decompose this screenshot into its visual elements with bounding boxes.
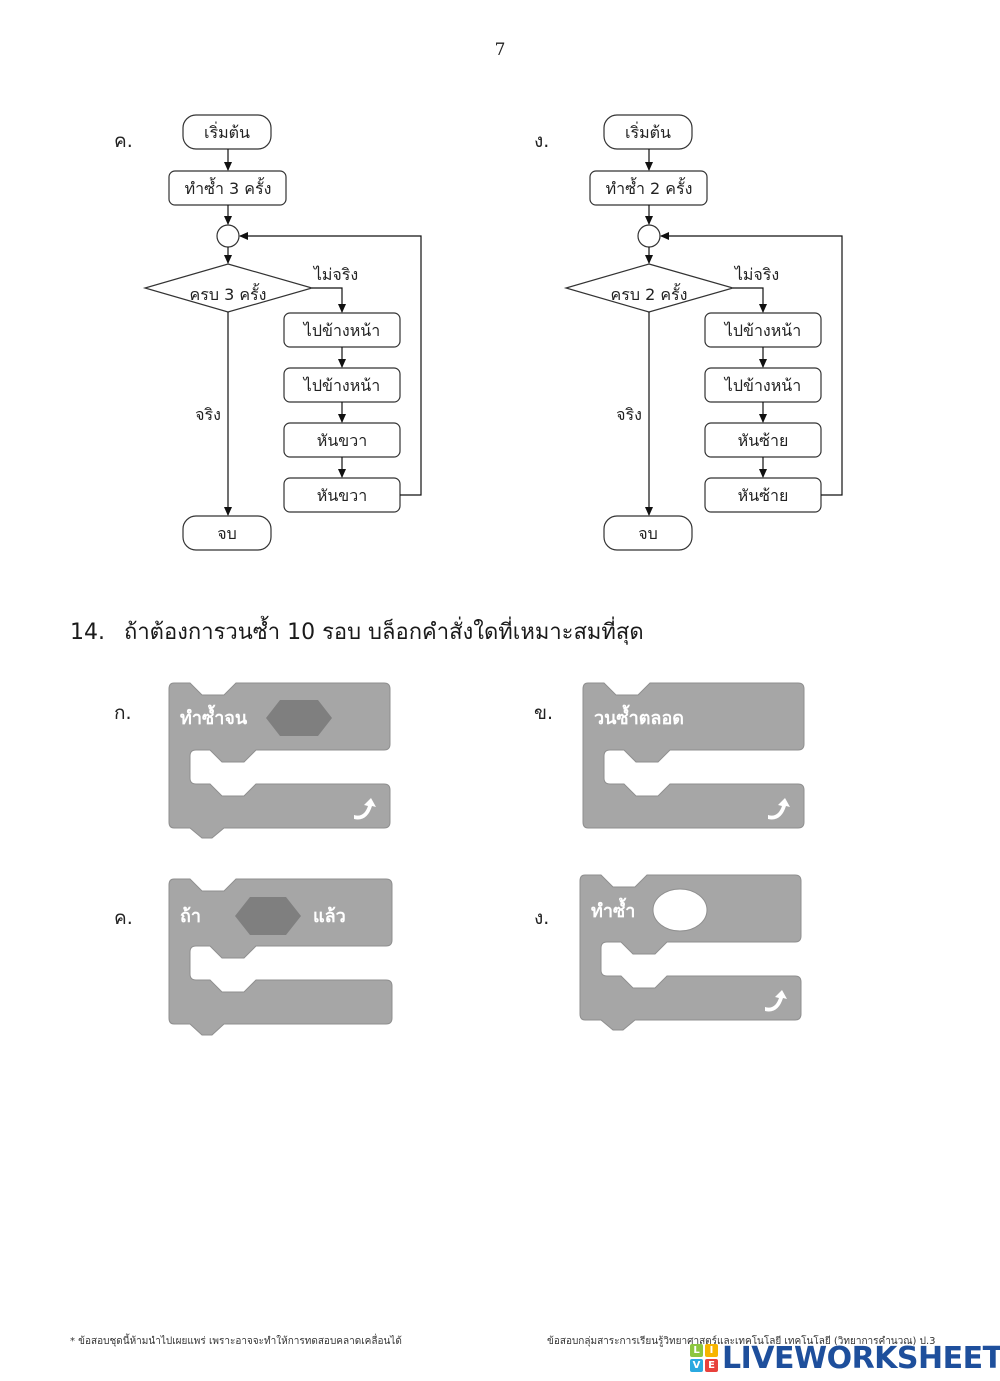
end-text: จบ — [217, 524, 237, 543]
block-text: วนซ้ำตลอด — [594, 704, 684, 729]
block-text: ถ้า — [180, 906, 201, 927]
logo-letter: E — [705, 1359, 718, 1372]
block-shape — [582, 682, 805, 829]
repeat-text: ทำซ้ำ 3 ครั้ง — [185, 177, 272, 198]
step-text: ไปข้างหน้า — [723, 376, 801, 395]
logo-letter: V — [690, 1359, 703, 1372]
logo-letter: L — [690, 1344, 703, 1357]
step-text: ไปข้างหน้า — [302, 321, 380, 340]
start-terminal — [182, 114, 272, 150]
true-label: จริง — [616, 405, 642, 424]
false-label: ไม่จริง — [312, 265, 358, 284]
option-b-label[interactable]: ข. — [534, 702, 554, 724]
loop-arrow-icon — [354, 798, 376, 820]
loop-arrow-icon — [765, 990, 787, 1012]
false-label: ไม่จริง — [733, 265, 779, 284]
start-terminal — [603, 114, 693, 150]
block-option-d[interactable]: ทำซ้ำ — [579, 874, 807, 1034]
repeat-text: ทำซ้ำ 2 ครั้ง — [606, 177, 693, 198]
flowchart-c: เริ่มต้น ทำซ้ำ 3 ครั้ง ครบ 3 ครั้ง ไม่จร… — [142, 114, 422, 551]
connector-circle — [637, 224, 661, 248]
step-text: หันขวา — [317, 486, 367, 505]
true-label: จริง — [195, 405, 221, 424]
block-shape — [168, 878, 393, 1036]
step-text: หันซ้าย — [738, 431, 789, 450]
condition-text: ครบ 2 ครั้ง — [611, 283, 688, 304]
block-text: ทำซ้ำจน — [180, 704, 248, 729]
end-text: จบ — [638, 524, 658, 543]
hexagon-slot[interactable] — [235, 897, 301, 935]
question-number: 14. — [70, 620, 105, 645]
option-c-label[interactable]: ค. — [114, 907, 133, 929]
step-text: หันขวา — [317, 431, 367, 450]
block-shape — [168, 682, 391, 839]
footer-disclaimer: * ข้อสอบชุดนี้ห้ามนำไปเผยแพร่ เพราะอาจจะ… — [70, 1336, 402, 1347]
block-option-a[interactable]: ทำซ้ำจน — [168, 682, 394, 840]
step-text: ไปข้างหน้า — [302, 376, 380, 395]
option-d-label[interactable]: ง. — [534, 907, 550, 929]
option-a-label[interactable]: ก. — [114, 702, 132, 724]
block-option-c[interactable]: ถ้า แล้ว — [168, 878, 396, 1038]
condition-text: ครบ 3 ครั้ง — [190, 283, 267, 304]
page-number: 7 — [494, 40, 506, 60]
block-shape — [579, 874, 802, 1031]
question-14: 14. ถ้าต้องการวนซ้ำ 10 รอบ บล็อกคำสั่งใด… — [70, 614, 644, 649]
block-text: ทำซ้ำ — [591, 897, 635, 922]
hexagon-slot[interactable] — [266, 700, 332, 736]
question-text: ถ้าต้องการวนซ้ำ 10 รอบ บล็อกคำสั่งใดที่เ… — [124, 620, 644, 645]
start-text: เริ่มต้น — [625, 121, 671, 142]
step-text: หันซ้าย — [738, 486, 789, 505]
flowchart-d: เริ่มต้น ทำซ้ำ 2 ครั้ง ครบ 2 ครั้ง ไม่จร… — [563, 114, 843, 551]
block-text-after: แล้ว — [313, 906, 346, 927]
loop-arrow-icon — [768, 798, 790, 820]
block-option-b[interactable]: วนซ้ำตลอด — [582, 682, 808, 832]
footer-subject: ข้อสอบกลุ่มสาระการเรียนรู้วิทยาศาสตร์และ… — [547, 1336, 936, 1347]
end-terminal — [182, 515, 272, 551]
start-text: เริ่มต้น — [204, 121, 250, 142]
logo-grid-icon: L I V E — [690, 1344, 718, 1372]
number-input-oval[interactable] — [652, 888, 708, 932]
step-text: ไปข้างหน้า — [723, 321, 801, 340]
end-terminal — [603, 515, 693, 551]
logo-text: LIVEWORKSHEETS — [722, 1340, 1000, 1376]
liveworksheets-logo[interactable]: L I V E LIVEWORKSHEETS — [690, 1340, 1000, 1376]
connector-circle — [216, 224, 240, 248]
logo-letter: I — [705, 1344, 718, 1357]
flowchart-d-label: ง. — [534, 130, 550, 152]
flowchart-c-label: ค. — [114, 130, 133, 152]
